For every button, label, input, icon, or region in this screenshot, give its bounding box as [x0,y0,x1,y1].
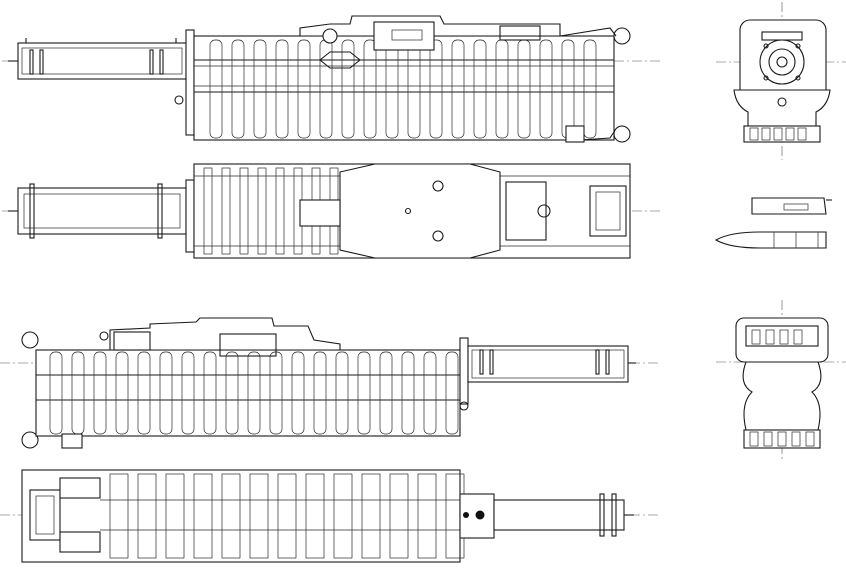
rib [137,473,157,559]
rib [333,473,353,559]
rib [231,39,245,139]
rib [277,473,297,559]
rib [209,39,223,139]
rib [473,39,487,139]
rib [115,351,129,435]
rib [363,39,377,139]
rib [93,351,107,435]
rib [445,351,459,435]
side-view-top [2,15,660,143]
rib [275,39,289,139]
top-view [2,163,660,259]
rib [275,167,285,255]
side-view-bottom [0,317,660,449]
rib [137,351,151,435]
rib [389,473,409,559]
rib [221,473,241,559]
rib [203,351,217,435]
rib [253,39,267,139]
rib [305,473,325,559]
rib [341,39,355,139]
rib [165,473,185,559]
rib [313,351,327,435]
rib [109,473,129,559]
rib [203,167,213,255]
rib [379,351,393,435]
rib [583,39,597,139]
rib [297,39,311,139]
cartridge-detail [714,197,832,249]
rib [335,351,349,435]
rib [417,473,437,559]
rib [181,351,195,435]
rib [221,167,231,255]
end-view-front [716,2,846,160]
rib [247,351,261,435]
rib [451,39,465,139]
rib [361,473,381,559]
rib [193,473,213,559]
rib [249,473,269,559]
rib [429,39,443,139]
rib [357,351,371,435]
rib [49,351,63,435]
rib [291,351,305,435]
rib [401,351,415,435]
rib [539,39,553,139]
rib [257,167,267,255]
end-view-rear [716,300,846,460]
rib [239,167,249,255]
rib [225,351,239,435]
rib [159,351,173,435]
underside-view [0,469,660,563]
rib [423,351,437,435]
